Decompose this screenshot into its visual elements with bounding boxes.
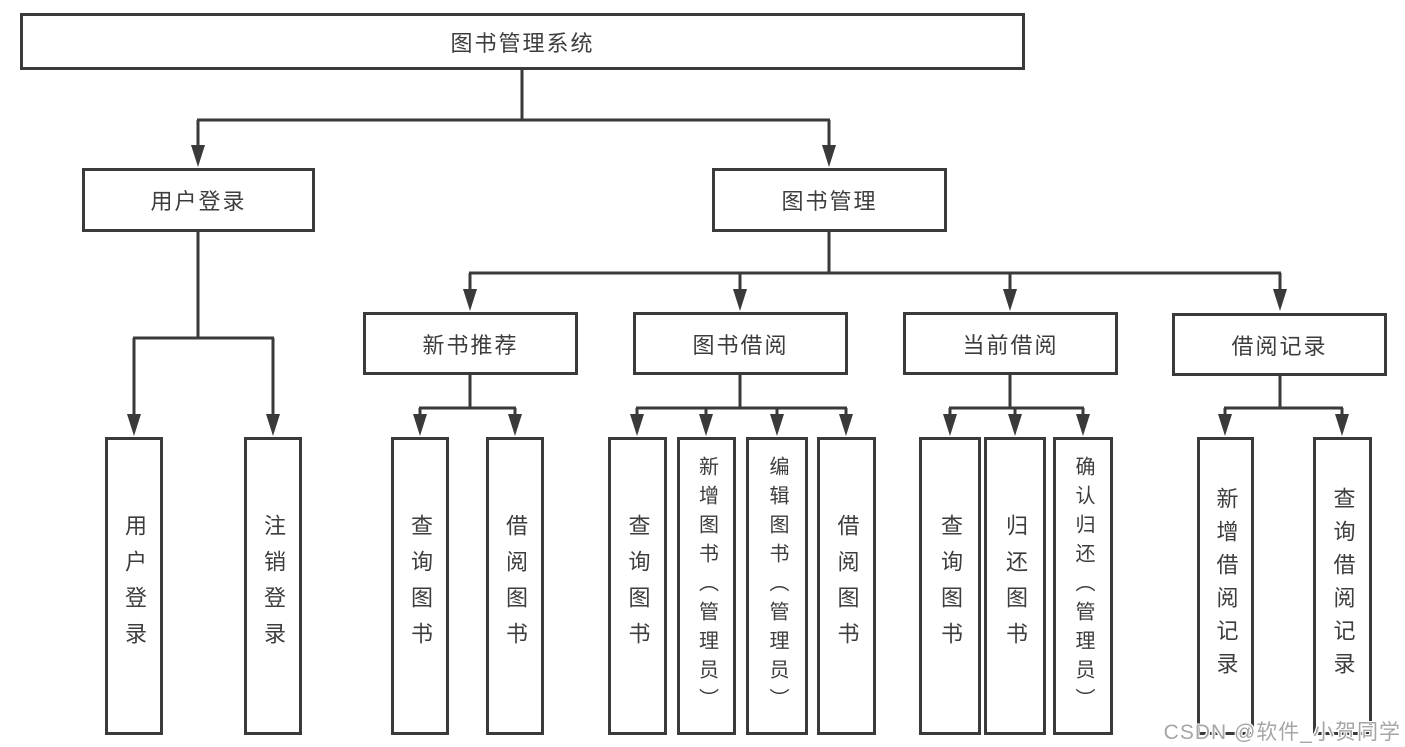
- connector-lines: [132, 69, 1344, 416]
- connector-records-to-leaves: [1223, 376, 1344, 416]
- leaf-borrow-books-recommend: 借阅图书: [486, 437, 544, 735]
- node-borrowing-records: 借阅记录: [1172, 313, 1387, 376]
- leaf-user-login: 用户登录: [105, 437, 163, 735]
- connector-bookmgmt-to-level3: [468, 232, 1282, 291]
- arrow-down-icon: [127, 414, 141, 436]
- arrow-down-icon: [822, 145, 836, 167]
- leaf-label: 新增借阅记录: [1213, 487, 1239, 685]
- leaf-label: 确认归还（管理员）: [1072, 455, 1094, 717]
- leaf-add-books-admin: 新增图书（管理员）: [677, 437, 736, 735]
- arrow-down-icon: [1335, 414, 1349, 436]
- leaf-logout: 注销登录: [244, 437, 302, 735]
- arrow-down-icon: [508, 414, 522, 436]
- leaf-label: 归还图书: [1003, 514, 1028, 658]
- arrow-down-icon: [413, 414, 427, 436]
- node-book-borrowing: 图书借阅: [633, 312, 848, 375]
- leaf-label: 借阅图书: [834, 514, 860, 658]
- node-user-login: 用户登录: [82, 168, 315, 232]
- leaf-label: 注销登录: [261, 514, 286, 658]
- arrow-down-icon: [463, 289, 477, 311]
- arrow-down-icon: [266, 414, 280, 436]
- node-current-borrowing: 当前借阅: [903, 312, 1118, 375]
- arrow-down-icons: [127, 145, 1349, 436]
- leaf-add-borrow-record: 新增借阅记录: [1197, 437, 1254, 735]
- leaf-edit-books-admin: 编辑图书（管理员）: [746, 437, 808, 735]
- leaf-return-books: 归还图书: [984, 437, 1046, 735]
- leaf-label: 新增图书（管理员）: [695, 455, 718, 717]
- connector-root-to-level2: [196, 69, 831, 147]
- arrow-down-icon: [699, 414, 713, 436]
- node-root-system: 图书管理系统: [20, 13, 1025, 70]
- connector-userlogin-to-leaves: [132, 232, 275, 416]
- leaf-query-borrow-record: 查询借阅记录: [1313, 437, 1372, 735]
- arrow-down-icon: [839, 414, 853, 436]
- leaf-label: 借阅图书: [503, 514, 528, 658]
- leaf-label: 编辑图书（管理员）: [766, 455, 788, 717]
- leaf-label: 查询借阅记录: [1330, 487, 1356, 685]
- leaf-confirm-return-admin: 确认归还（管理员）: [1053, 437, 1113, 735]
- arrow-down-icon: [733, 289, 747, 311]
- leaf-label: 用户登录: [122, 514, 147, 658]
- leaf-label: 查询图书: [938, 514, 963, 658]
- connector-newbooks-to-leaves: [418, 375, 517, 416]
- arrow-down-icon: [1008, 414, 1022, 436]
- node-book-management: 图书管理: [712, 168, 947, 232]
- leaf-query-books-recommend: 查询图书: [391, 437, 449, 735]
- leaf-label: 查询图书: [625, 514, 651, 658]
- leaf-query-books-current: 查询图书: [919, 437, 981, 735]
- leaf-borrow-books: 借阅图书: [817, 437, 876, 735]
- leaf-label: 查询图书: [408, 514, 433, 658]
- arrow-down-icon: [630, 414, 644, 436]
- arrow-down-icon: [943, 414, 957, 436]
- arrow-down-icon: [1273, 289, 1287, 311]
- node-new-book-recommend: 新书推荐: [363, 312, 578, 375]
- arrow-down-icon: [1076, 414, 1090, 436]
- arrow-down-icon: [191, 145, 205, 167]
- arrow-down-icon: [1218, 414, 1232, 436]
- connector-borrowing-to-leaves: [635, 375, 848, 416]
- leaf-query-books-borrowing: 查询图书: [608, 437, 667, 735]
- connector-current-to-leaves: [948, 375, 1085, 416]
- arrow-down-icon: [770, 414, 784, 436]
- arrow-down-icon: [1003, 289, 1017, 311]
